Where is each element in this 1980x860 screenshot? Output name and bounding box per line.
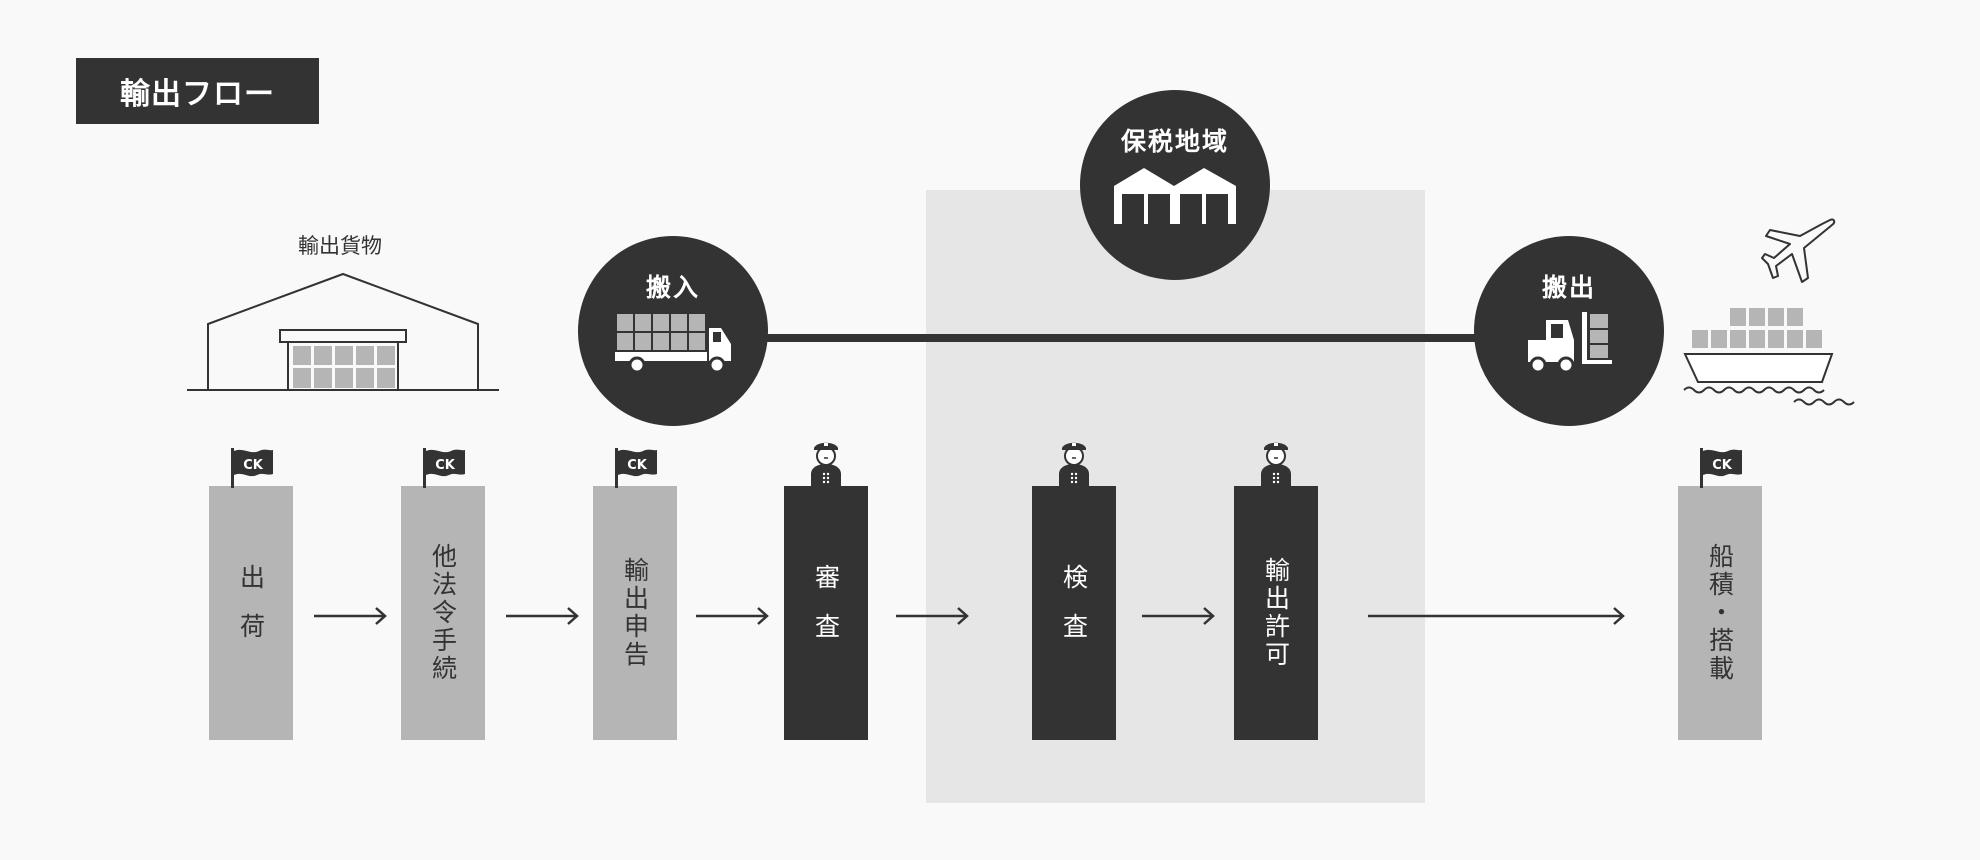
arrow-icon (506, 607, 579, 625)
page-title: 輸出フロー (76, 58, 319, 124)
container-ship-icon (1683, 308, 1855, 406)
transport-connector-line (760, 334, 1480, 342)
ck-flag-text: CK (1712, 458, 1733, 473)
carry-in-badge: 搬入 (578, 236, 768, 426)
customs-officer (1259, 438, 1293, 490)
flow-step-label: 船積・搭載 (1705, 543, 1735, 683)
ck-flag: CK (613, 446, 659, 492)
flow-step: 輸出申告 (593, 486, 677, 740)
arrow-icon (896, 607, 969, 625)
bonded-area-label: 保税地域 (1120, 127, 1229, 156)
carry-in-label: 搬入 (645, 273, 700, 302)
flow-step: 船積・搭載 (1678, 486, 1762, 740)
ck-flag-icon: CK (423, 448, 465, 488)
arrow-long-icon (1368, 607, 1625, 625)
arrow-icon (314, 607, 387, 625)
airplane-icon (1761, 218, 1836, 283)
ck-flag: CK (229, 446, 275, 492)
customs-officer (809, 438, 843, 490)
bonded-area-badge: 保税地域 (1080, 90, 1270, 280)
ck-flag-text: CK (627, 458, 648, 473)
flow-step: 検査 (1032, 486, 1116, 740)
ck-flag-icon: CK (615, 448, 657, 488)
flow-step-label: 他法令手続 (428, 543, 458, 683)
flow-step-label: 出荷 (236, 564, 266, 662)
arrow-icon (1142, 607, 1215, 625)
ck-flag-icon: CK (1700, 448, 1742, 488)
carry-out-badge: 搬出 (1474, 236, 1664, 426)
ck-flag: CK (421, 446, 467, 492)
flow-step-label: 審査 (811, 564, 841, 662)
bonded-zone-area (926, 190, 1425, 803)
customs-officer-icon (1059, 442, 1089, 486)
flow-step-label: 輸出申告 (620, 557, 650, 669)
flow-step-label: 輸出許可 (1261, 557, 1291, 669)
truck-icon (615, 314, 731, 374)
ck-flag: CK (1698, 446, 1744, 492)
arrow-icon (696, 607, 769, 625)
warehouse-icon (187, 272, 499, 391)
forklift-icon (1528, 312, 1612, 374)
ck-flag-text: CK (435, 458, 456, 473)
flow-step: 審査 (784, 486, 868, 740)
flow-step: 輸出許可 (1234, 486, 1318, 740)
flow-step: 出荷 (209, 486, 293, 740)
customs-officer-icon (811, 442, 841, 486)
warehouse-label: 輸出貨物 (298, 234, 382, 258)
customs-officer (1057, 438, 1091, 490)
flow-step: 他法令手続 (401, 486, 485, 740)
flow-step-label: 検査 (1059, 564, 1089, 662)
ck-flag-text: CK (243, 458, 264, 473)
carry-out-label: 搬出 (1541, 273, 1596, 302)
ck-flag-icon: CK (231, 448, 273, 488)
customs-officer-icon (1261, 442, 1291, 486)
bonded-warehouse-icon (1114, 168, 1236, 224)
